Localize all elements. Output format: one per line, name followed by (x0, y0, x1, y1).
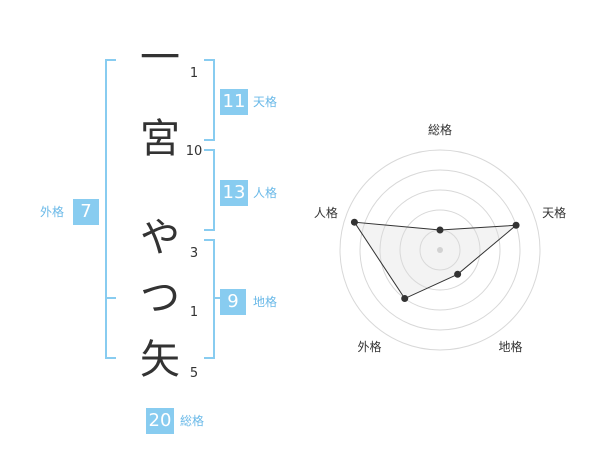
gaikaku-value-badge: 7 (73, 199, 99, 225)
radar-grid-rings (339, 149, 541, 351)
jinkaku-value-badge: 13 (220, 180, 248, 206)
radar-point-4 (401, 295, 409, 303)
jinkaku-label: 人格 (253, 186, 278, 200)
radar-point-5 (350, 218, 358, 226)
radar-ring (359, 169, 521, 331)
stroke-count-3: 3 (189, 246, 199, 261)
gaikaku-label: 外格 (40, 205, 65, 219)
radar-axis-label-5: 人格 (314, 205, 338, 220)
name-char-3: や (140, 215, 180, 261)
radar-point-2 (512, 221, 520, 229)
chikaku-value-badge: 9 (220, 289, 246, 315)
radar-ring (379, 189, 501, 311)
radar-point-1 (436, 226, 444, 234)
radar-axis-label-2: 天格 (542, 205, 566, 220)
radar-ring (339, 149, 541, 351)
name-char-1: 一 (140, 35, 180, 81)
tenkaku-value-badge: 11 (220, 89, 248, 115)
radar-axis-label-4: 外格 (357, 339, 381, 354)
tenkaku-label: 天格 (253, 95, 278, 109)
stroke-count-5: 5 (189, 366, 199, 381)
name-char-2: 宮 (140, 116, 180, 162)
radar-axis-label-3: 地格 (499, 339, 523, 354)
radar-series-polygon (353, 221, 518, 300)
name-char-4: つ (140, 275, 180, 321)
radar-ring (399, 209, 481, 291)
jinkaku-bracket (204, 149, 215, 231)
radar-point-3 (454, 270, 462, 278)
tenkaku-bracket (204, 59, 215, 141)
stroke-count-4: 1 (189, 305, 199, 320)
gaikaku-bracket (105, 59, 116, 359)
name-char-5: 矢 (140, 337, 180, 383)
radar-axis-label-1: 総格 (428, 122, 452, 137)
chikaku-label: 地格 (253, 295, 278, 309)
radar-center-dot (437, 247, 443, 253)
soukaku-label: 総格 (180, 414, 205, 428)
stroke-count-1: 1 (189, 66, 199, 81)
stroke-count-2: 10 (185, 144, 203, 159)
soukaku-value-badge: 20 (146, 408, 174, 434)
